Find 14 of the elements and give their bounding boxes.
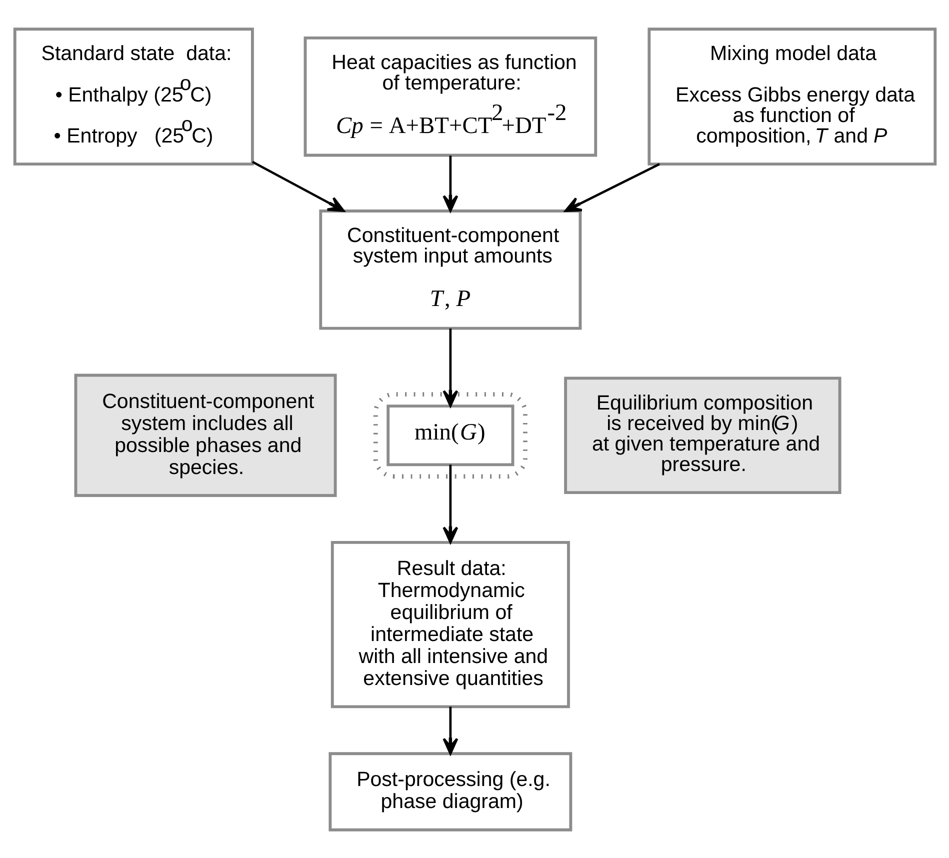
node-box: Post-processing (e.g. phase diagram) bbox=[328, 752, 572, 831]
arrow bbox=[442, 706, 458, 754]
arrow bbox=[564, 162, 660, 212]
node-box: Constituent-component system includes all possible phases and species. bbox=[74, 373, 336, 496]
node-box: Result data: Thermodynamic equilibrium of intermediate state with all intensive and extensive quantities bbox=[330, 540, 570, 708]
node-box: Equilibrium composition is received by min(G) at given temperature and pressure. bbox=[564, 376, 841, 494]
arrow bbox=[442, 155, 458, 212]
node-box: Mixing model data Excess Gibbs energy data as function of composition, T and P bbox=[647, 27, 936, 166]
node-box: Constituent-component system input amounts T, P bbox=[318, 209, 582, 330]
arrow bbox=[251, 160, 344, 212]
arrow bbox=[442, 464, 458, 543]
arrow bbox=[442, 328, 458, 406]
cluster bbox=[372, 392, 527, 478]
node-box: min(G) bbox=[386, 404, 514, 466]
